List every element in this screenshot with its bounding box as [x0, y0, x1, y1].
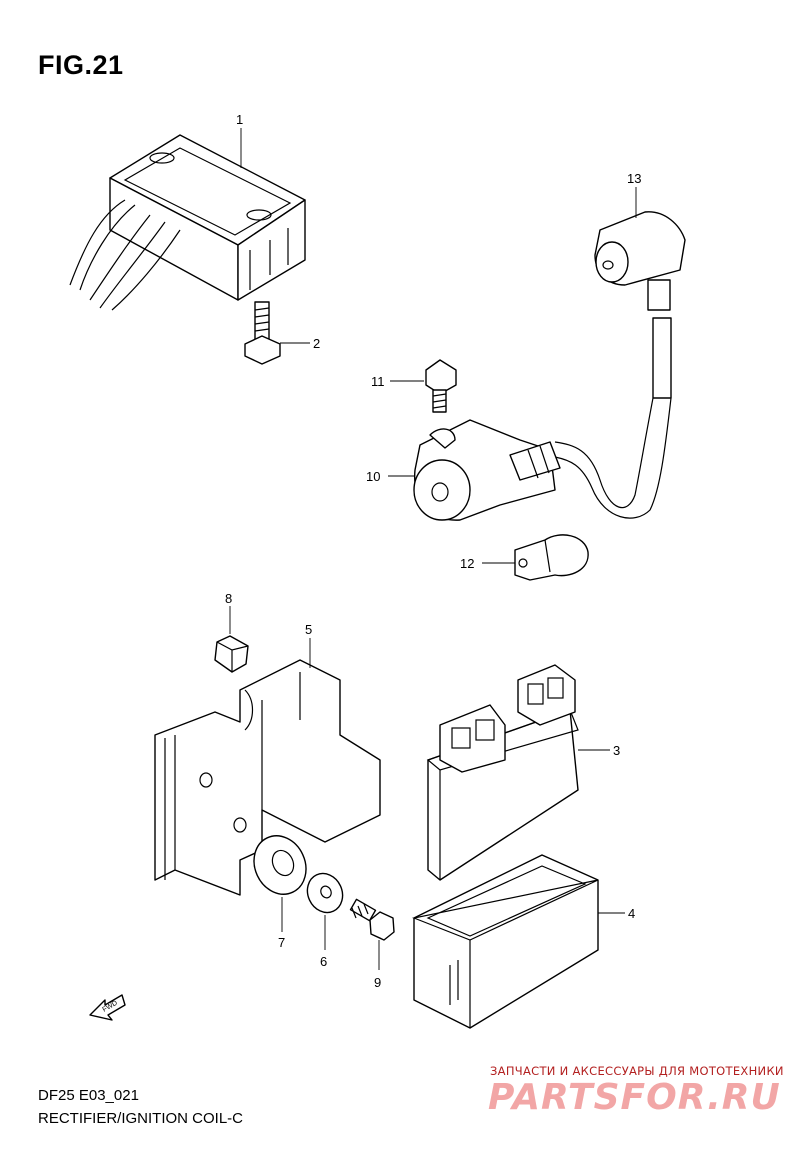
- clamp-part[interactable]: [514, 534, 589, 581]
- washer-part[interactable]: [301, 868, 349, 919]
- rectifier-part[interactable]: [69, 134, 306, 311]
- callout-4: 4: [598, 906, 635, 921]
- callout-6-number: 6: [320, 954, 327, 969]
- callout-8-number: 8: [225, 591, 232, 606]
- callout-3-number: 3: [613, 743, 620, 758]
- figure-title: FIG.21: [38, 50, 124, 80]
- callout-12-number: 12: [460, 556, 474, 571]
- callout-9-number: 9: [374, 975, 381, 990]
- callout-11: 11: [371, 374, 424, 389]
- callout-8: 8: [225, 591, 232, 634]
- callout-7-number: 7: [278, 935, 285, 950]
- footer-code: DF25 E03_021: [38, 1087, 139, 1104]
- callout-6: 6: [320, 915, 327, 969]
- callout-1-number: 1: [236, 112, 243, 127]
- callout-5: 5: [305, 622, 312, 668]
- bolt-part-9[interactable]: [349, 898, 395, 941]
- callout-1: 1: [236, 112, 243, 168]
- callout-12: 12: [460, 556, 515, 571]
- callout-5-number: 5: [305, 622, 312, 637]
- cap-part[interactable]: [214, 635, 249, 673]
- cover-part[interactable]: [411, 854, 599, 1029]
- plug-cap-part[interactable]: [594, 211, 686, 311]
- callout-10-number: 10: [366, 469, 380, 484]
- callout-9: 9: [374, 940, 381, 990]
- watermark-logo: PARTSFOR.RU: [488, 1077, 781, 1118]
- callout-3: 3: [578, 743, 620, 758]
- callout-13-number: 13: [627, 171, 641, 186]
- fwd-arrow-icon: FWD: [89, 994, 126, 1021]
- bracket-part[interactable]: [154, 659, 381, 896]
- callout-2-number: 2: [313, 336, 320, 351]
- callout-10: 10: [366, 469, 414, 484]
- callout-2: 2: [280, 336, 320, 351]
- cdi-unit-part[interactable]: [426, 664, 579, 881]
- callout-7: 7: [278, 897, 285, 950]
- ignition-cable: [554, 317, 672, 519]
- watermark-caption: ЗАПЧАСТИ И АКСЕССУАРЫ ДЛЯ МОТОТЕХНИКИ: [490, 1064, 784, 1078]
- footer-name: RECTIFIER/IGNITION COIL-C: [38, 1110, 244, 1127]
- callout-11-number: 11: [371, 374, 385, 389]
- grommet-part[interactable]: [245, 827, 316, 903]
- bolt-part[interactable]: [244, 301, 281, 365]
- callout-4-number: 4: [628, 906, 635, 921]
- bolt-part-11[interactable]: [425, 359, 457, 413]
- ignition-coil-part[interactable]: [413, 419, 561, 521]
- callout-13: 13: [627, 171, 641, 218]
